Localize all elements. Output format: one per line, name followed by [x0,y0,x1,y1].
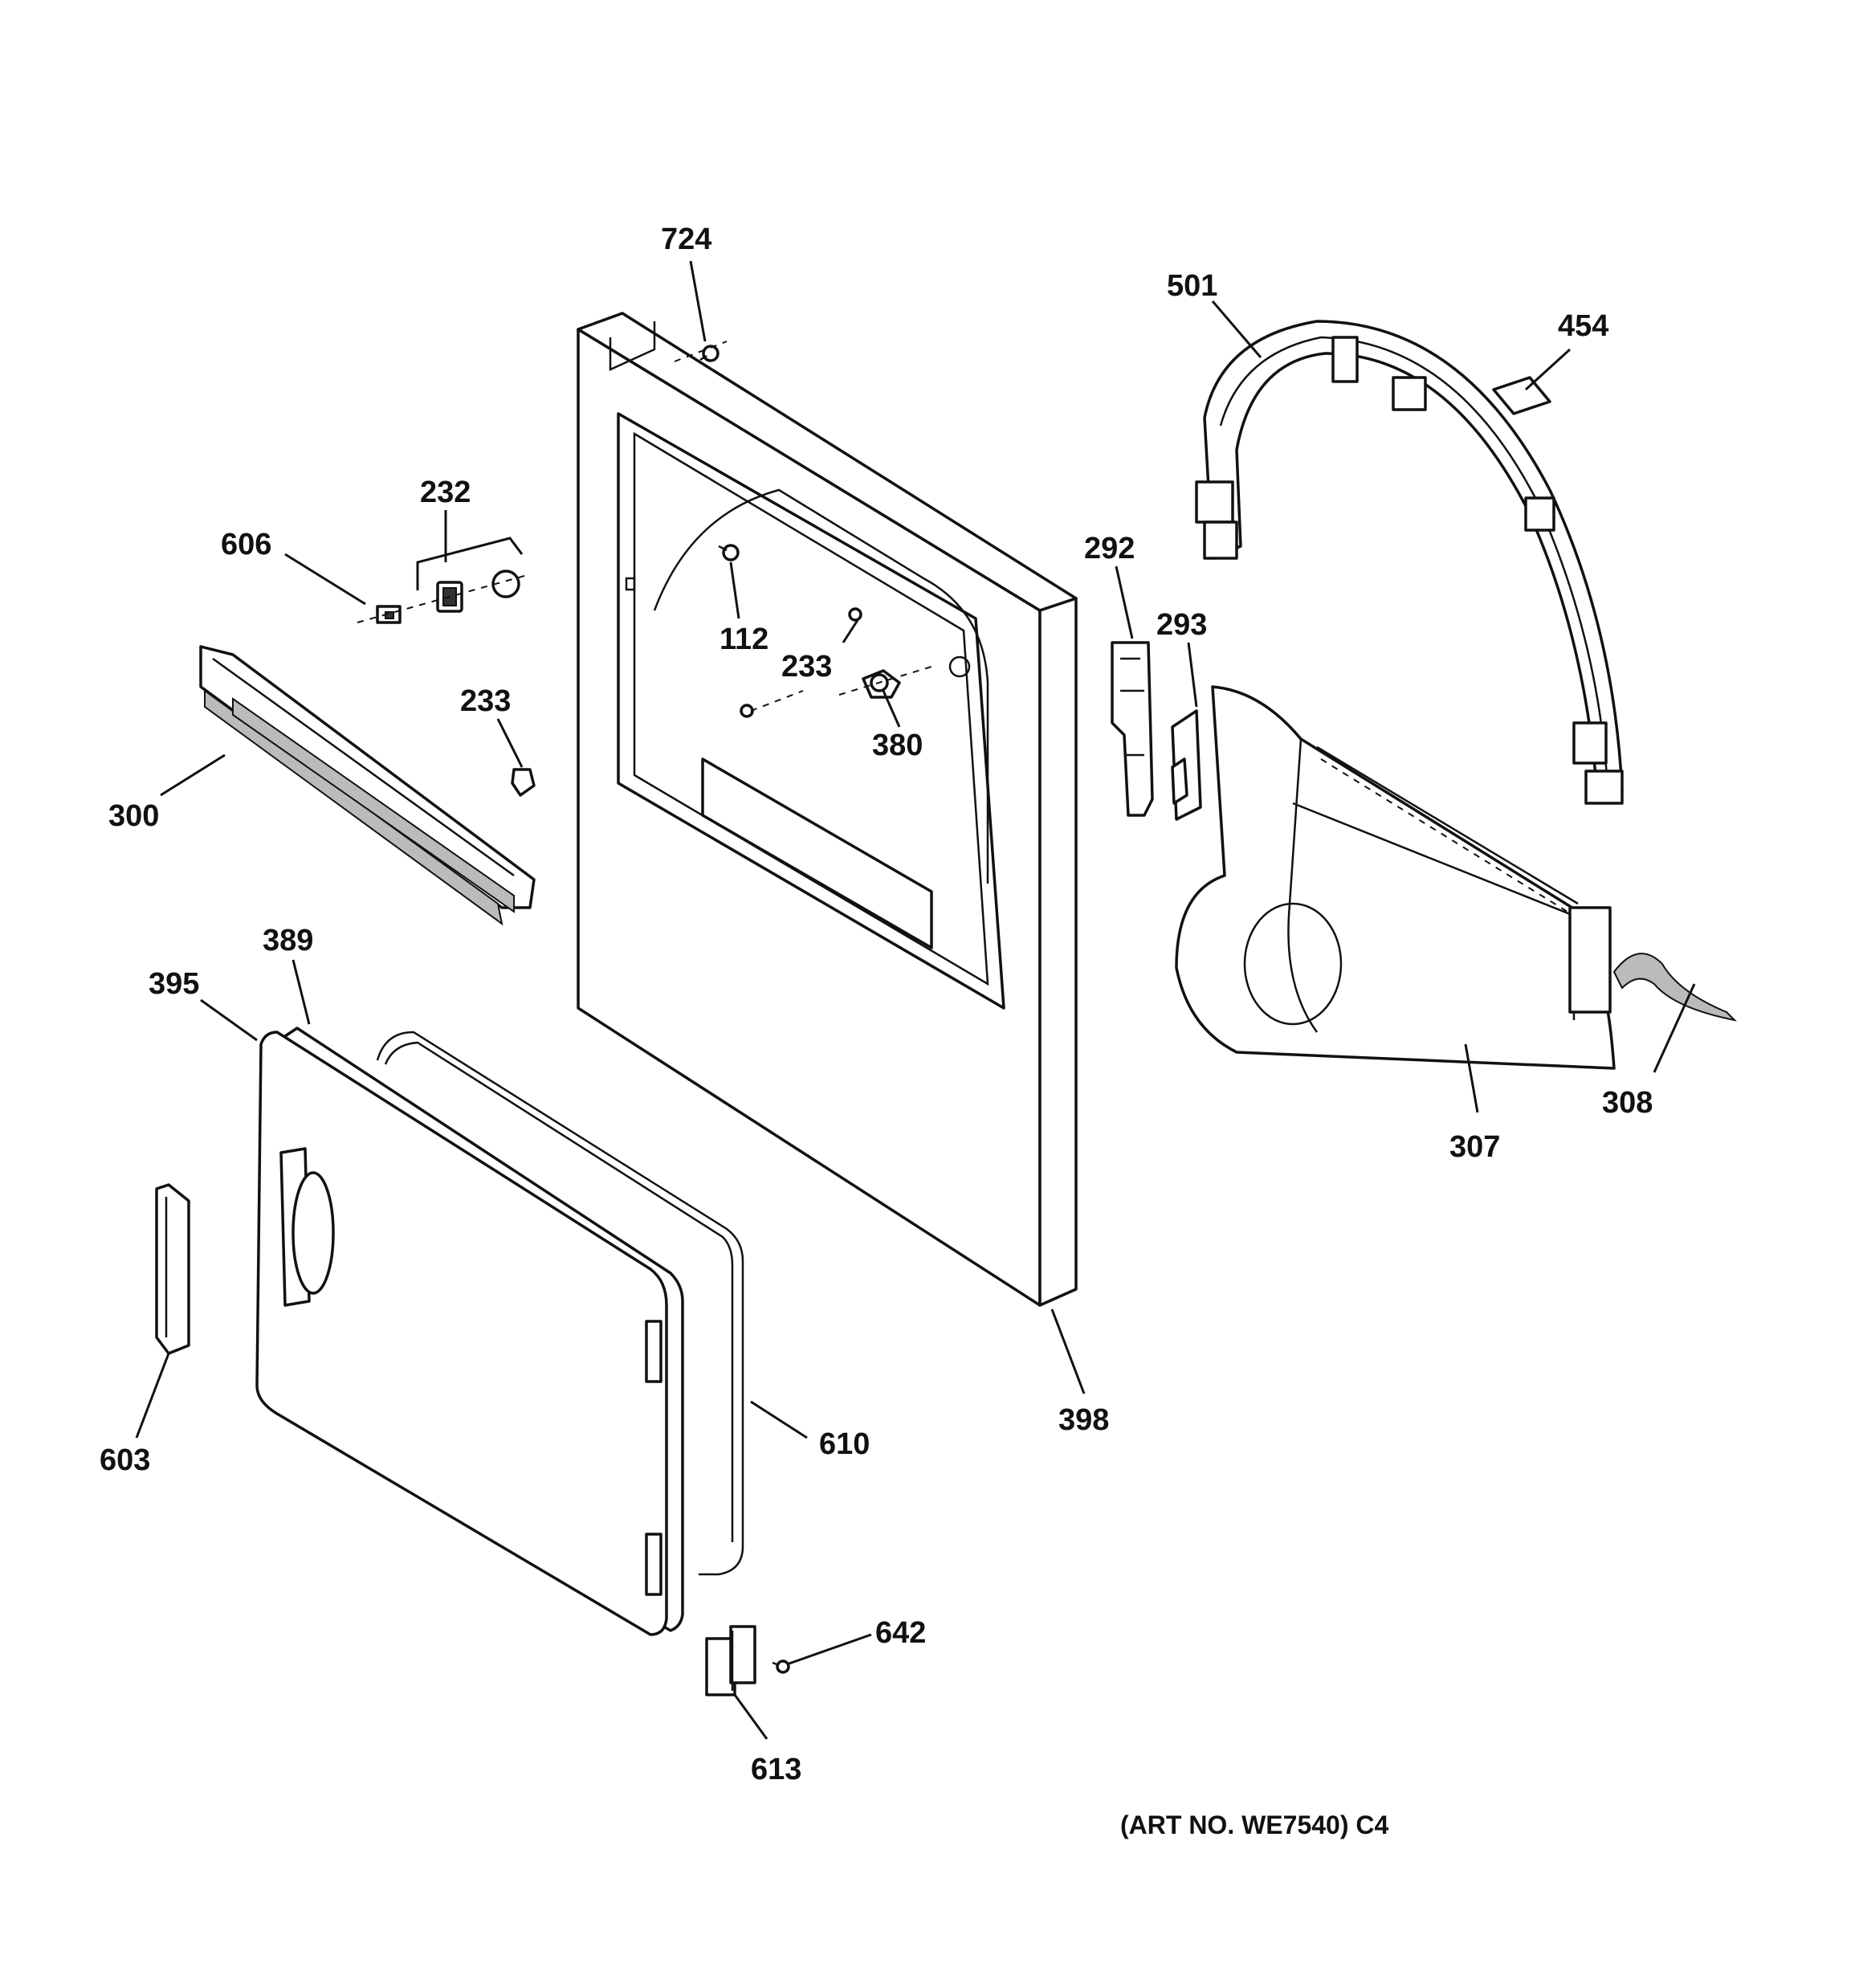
label-308: 308 [1602,1086,1653,1120]
label-300: 300 [108,799,159,833]
label-724: 724 [661,222,711,256]
clip-606 [376,605,402,624]
label-398: 398 [1058,1403,1109,1437]
label-292: 292 [1084,532,1135,565]
door-outer-395 [255,1031,668,1636]
filter-300 [199,645,536,926]
hinge-613 [705,1625,756,1696]
label-233-b: 233 [460,684,511,718]
handle-603 [155,1183,190,1355]
label-613: 613 [751,1753,801,1786]
bracket-292 [1111,641,1154,817]
front-panel-398 [577,312,1078,1307]
label-232: 232 [420,476,471,509]
label-610: 610 [819,1427,870,1461]
seal-strip-308 [1612,953,1738,1022]
label-642: 642 [875,1616,926,1650]
leader-lines [135,260,1696,1740]
label-395: 395 [149,967,199,1001]
switch-assembly-232 [436,569,520,613]
label-603: 603 [100,1443,150,1477]
screw-642 [772,1659,790,1674]
label-112: 112 [720,623,768,656]
pad-454 [1492,376,1551,415]
label-307: 307 [1449,1130,1500,1164]
part-labels: 724 501 454 232 606 292 293 112 233 233 … [100,222,1653,1839]
art-number: (ART NO. WE7540) C4 [1120,1810,1388,1839]
bulkhead-ring-501 [1195,320,1624,805]
door-gasket-610 [376,1031,744,1576]
label-380: 380 [872,729,923,762]
label-389: 389 [263,924,313,957]
label-454: 454 [1558,309,1608,343]
label-501: 501 [1167,269,1217,303]
screw-112 [718,544,740,561]
strip-293 [1171,709,1202,821]
screw-724 [699,345,720,362]
label-606: 606 [221,528,271,561]
label-233-a: 233 [781,650,832,684]
duct-housing-307 [1175,685,1616,1070]
clip-233-b [511,768,536,797]
label-293: 293 [1156,608,1207,642]
